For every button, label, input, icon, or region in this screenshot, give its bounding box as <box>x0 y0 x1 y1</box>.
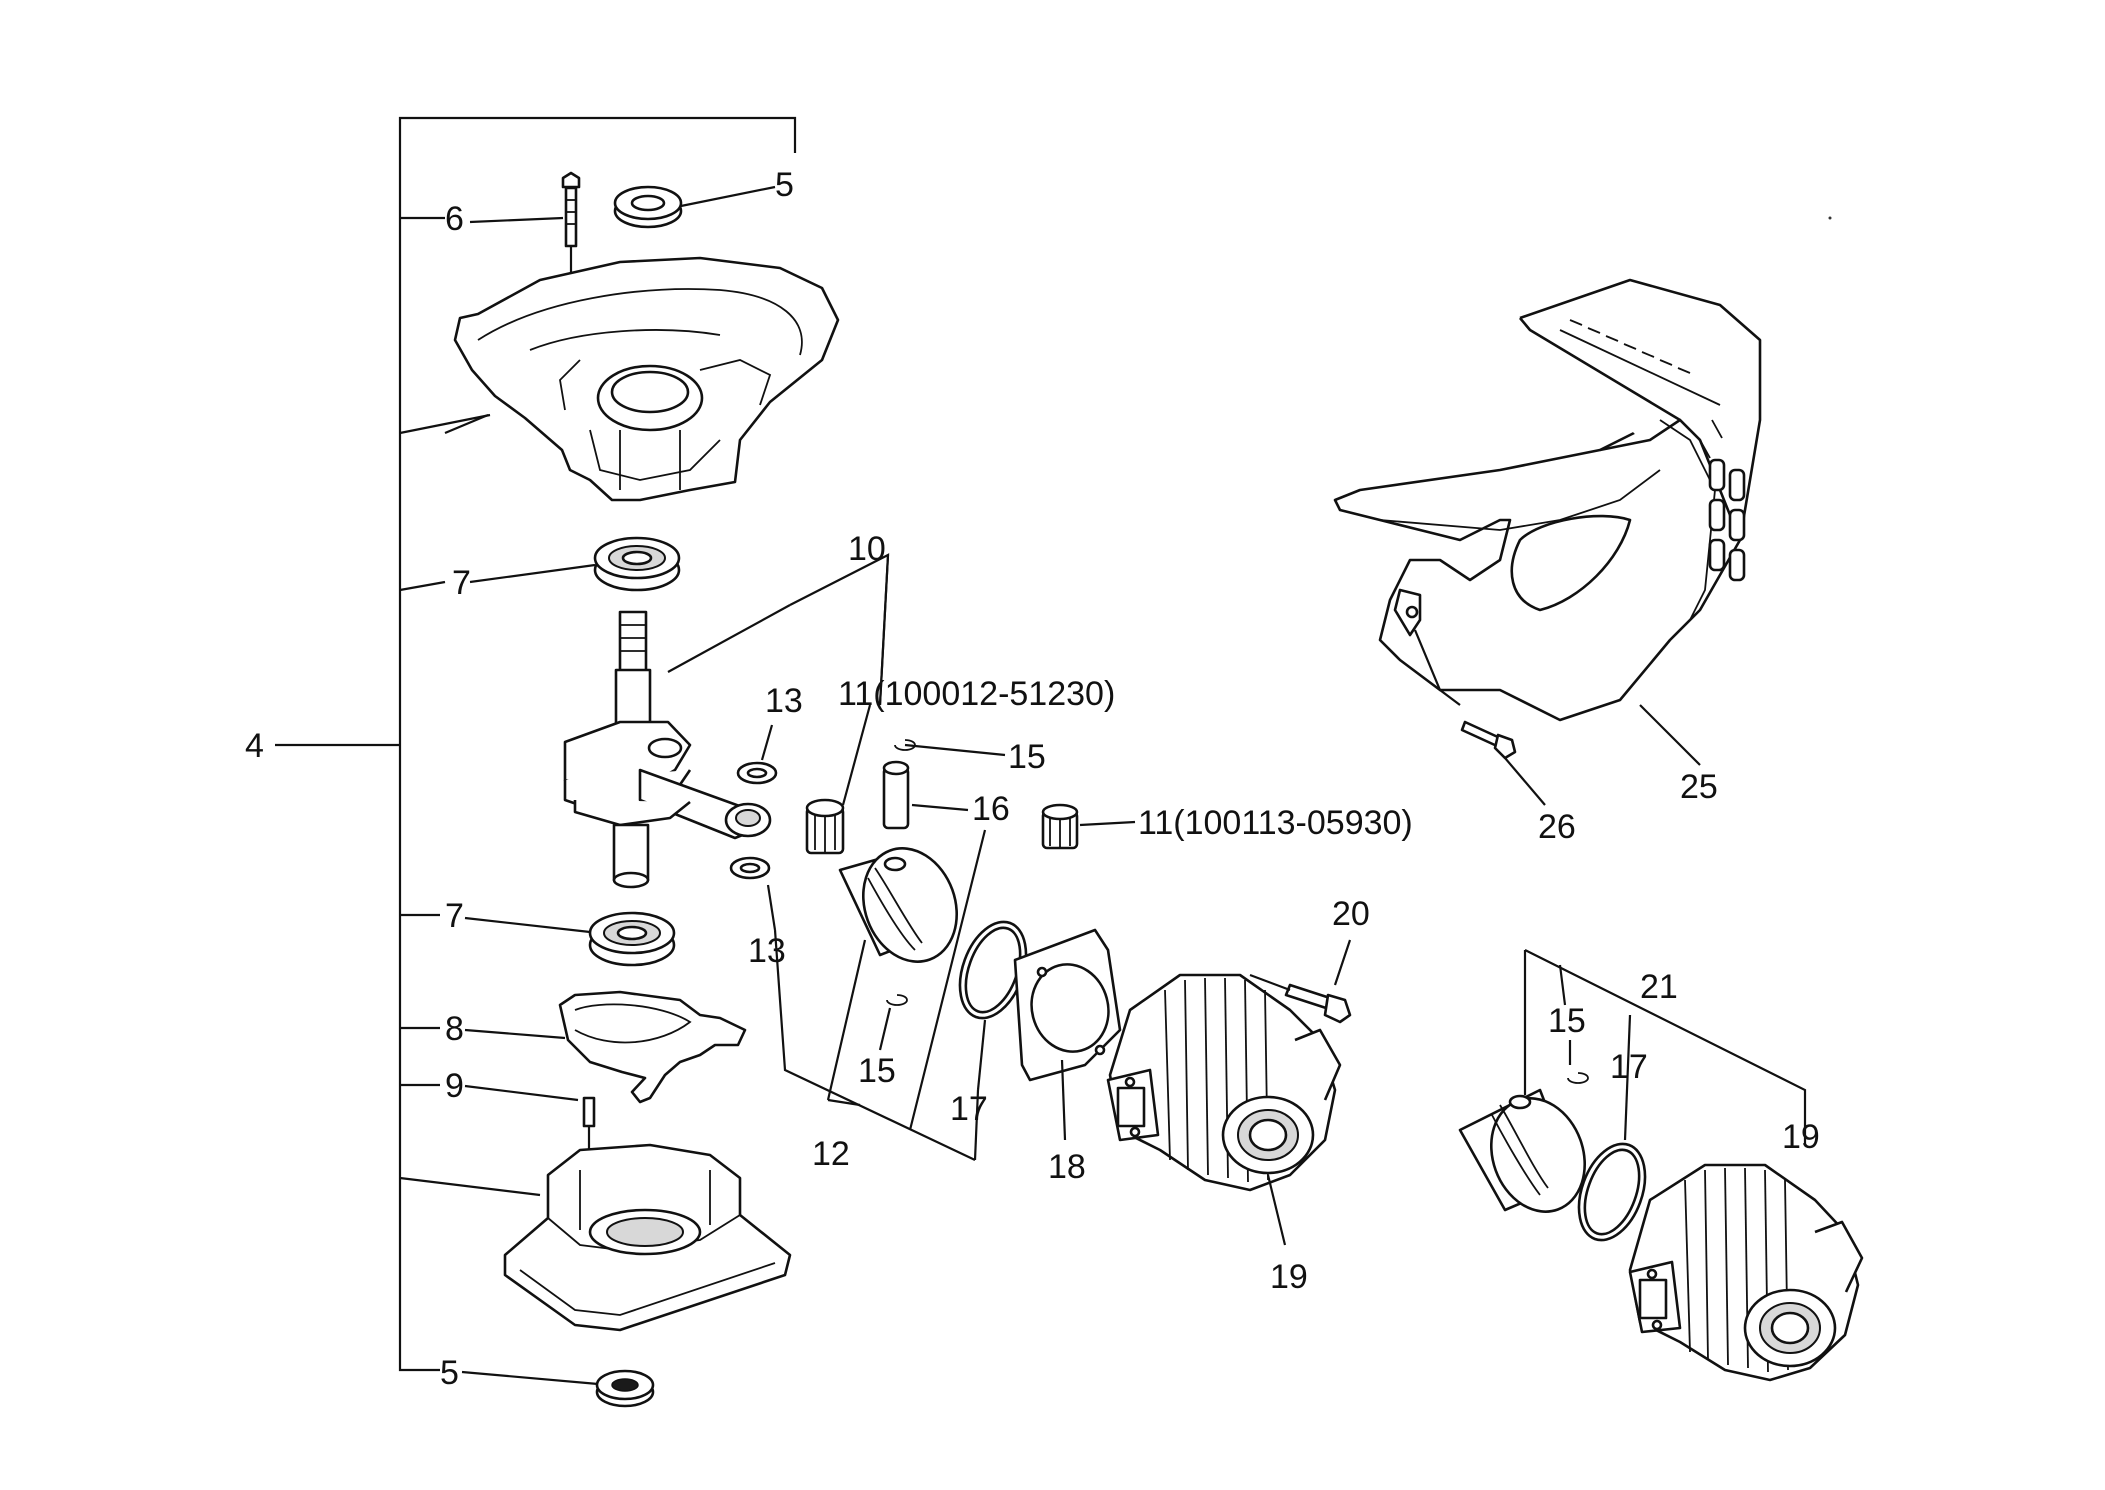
washer-13-upper <box>736 724 778 785</box>
washer-13-lower <box>729 856 777 931</box>
callout-5-top: 5 <box>775 166 794 204</box>
callout-10: 10 <box>848 530 886 568</box>
callout-25: 25 <box>1680 768 1718 806</box>
callout-12: 12 <box>812 1135 850 1173</box>
oil-seal-lower <box>461 1369 655 1408</box>
crankshaft <box>563 604 791 889</box>
circlip-15-upper <box>894 739 1006 757</box>
callout-16: 16 <box>972 790 1010 828</box>
assembly-bracket-4 <box>275 116 797 1372</box>
callout-15-top: 15 <box>1008 738 1046 776</box>
callout-13-top: 13 <box>765 682 803 720</box>
bearing-upper <box>469 536 681 592</box>
bracket-lines-10-12 <box>773 553 987 1161</box>
callout-15-mid: 15 <box>858 1052 896 1090</box>
callout-18: 18 <box>1048 1148 1086 1186</box>
circlip-15-mid <box>878 994 908 1051</box>
callout-labels: 4 5 5 6 7 7 8 9 10 11(100012-51230) 11(1… <box>245 166 1820 1392</box>
callout-7-bottom: 7 <box>445 897 464 935</box>
crankcase-upper <box>444 256 840 502</box>
callout-6: 6 <box>445 200 464 238</box>
stray-dot <box>1828 216 1832 220</box>
callout-17-right: 17 <box>1610 1048 1648 1086</box>
callout-15-right: 15 <box>1548 1002 1586 1040</box>
callout-20: 20 <box>1332 895 1370 933</box>
callout-19-right: 19 <box>1782 1118 1820 1156</box>
circlip-15-right <box>1567 1040 1589 1084</box>
callout-5-bottom: 5 <box>440 1354 459 1392</box>
cylinder-19-left <box>1106 973 1342 1246</box>
cylinder-19-right <box>1628 1163 1864 1382</box>
bolt-26 <box>1413 629 1546 806</box>
callout-26: 26 <box>1538 808 1576 846</box>
callout-9: 9 <box>445 1067 464 1105</box>
bearing-lower <box>464 911 676 967</box>
cylinder-cover-25 <box>1333 278 1762 766</box>
piston-ring-17-right <box>1577 1142 1647 1242</box>
piston-pin-16 <box>882 760 969 830</box>
callout-8: 8 <box>445 1010 464 1048</box>
callout-13-bottom: 13 <box>748 932 786 970</box>
bolt-20 <box>1249 939 1352 1024</box>
callout-17-left: 17 <box>950 1090 988 1128</box>
callout-21: 21 <box>1640 968 1678 1006</box>
callout-7-top: 7 <box>452 564 471 602</box>
crankcase-lower <box>503 1143 792 1332</box>
needle-bearing-11-left <box>805 704 872 855</box>
piston-left <box>838 847 959 963</box>
assembly-bracket-21 <box>1523 949 1807 1145</box>
oil-seal-upper <box>613 185 776 229</box>
callout-11-right: 11(100113-05930) <box>1138 804 1413 842</box>
gasket-8 <box>464 990 747 1104</box>
cylinder-gasket-18 <box>1013 928 1122 1141</box>
needle-bearing-11-right <box>1041 803 1136 850</box>
callout-4: 4 <box>245 727 264 765</box>
callout-11-left: 11(100012-51230) <box>838 675 1115 713</box>
callout-19-left: 19 <box>1270 1258 1308 1296</box>
piston-right <box>1458 1088 1587 1213</box>
